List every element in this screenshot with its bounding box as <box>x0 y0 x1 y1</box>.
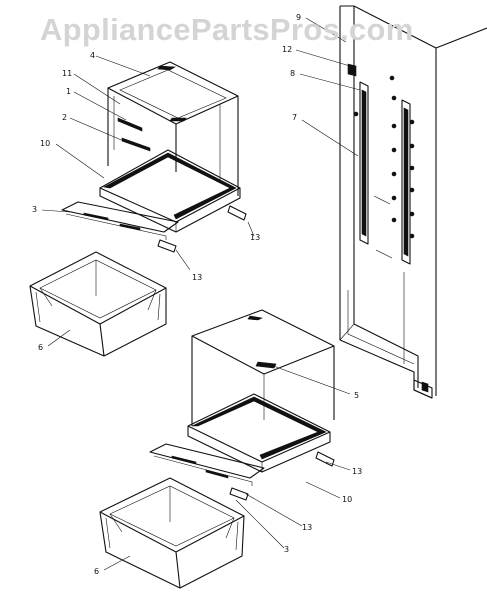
callout-2: 2 <box>62 113 67 122</box>
leader-lines <box>41 17 361 571</box>
callout-11: 11 <box>62 69 72 78</box>
callout-3-lower: 3 <box>284 545 289 554</box>
callout-12: 12 <box>282 45 292 54</box>
upper-crisper-cover-assembly <box>61 61 247 253</box>
callout-13-upper-bottom: 13 <box>192 273 202 282</box>
lower-crisper-pan <box>99 477 245 589</box>
callout-3-upper: 3 <box>32 205 37 214</box>
callout-7: 7 <box>292 113 297 122</box>
callout-6-lower: 6 <box>94 567 99 576</box>
callout-4: 4 <box>90 51 95 60</box>
callout-1: 1 <box>66 87 71 96</box>
refrigerator-cabinet <box>339 5 487 399</box>
callout-9: 9 <box>296 13 301 22</box>
callout-10-lower: 10 <box>342 495 352 504</box>
callout-13-lower-bottom: 13 <box>302 523 312 532</box>
callout-10-upper: 10 <box>40 139 50 148</box>
callout-6-upper: 6 <box>38 343 43 352</box>
callout-13-lower-right: 13 <box>352 467 362 476</box>
callout-5: 5 <box>354 391 359 400</box>
upper-crisper-pan <box>29 251 167 357</box>
callout-8: 8 <box>290 69 295 78</box>
lower-crisper-cover-assembly <box>149 309 335 501</box>
callout-13-upper-right: 13 <box>250 233 260 242</box>
callout-numbers: 4 11 1 2 10 3 13 13 6 9 12 8 7 5 13 10 1… <box>32 13 362 576</box>
